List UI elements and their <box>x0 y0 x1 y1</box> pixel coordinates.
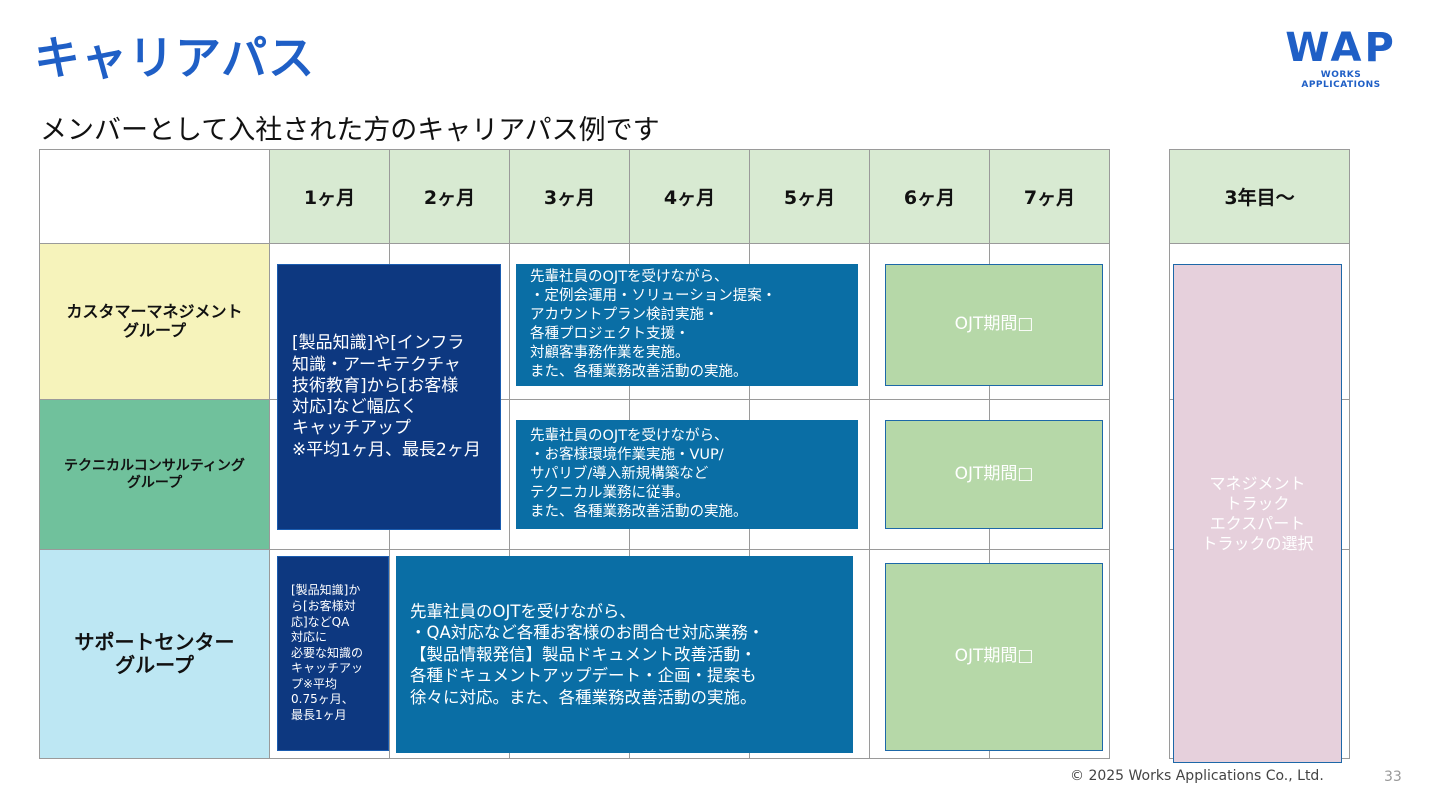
ojt-period-box: OJT期間□ <box>885 563 1103 751</box>
month-header: 7ヶ月 <box>989 149 1110 244</box>
customer-ojt-box: 先輩社員のOJTを受けながら、 ・定例会運用・ソリューション提案・ アカウントプ… <box>516 264 858 386</box>
table-corner-cell <box>39 149 270 244</box>
month-header: 4ヶ月 <box>629 149 750 244</box>
catchup-training-box: [製品知識]や[インフラ 知識・アーキテクチャ 技術教育]から[お客様 対応]な… <box>277 264 501 530</box>
group-customer-management: カスタマーマネジメント グループ <box>39 243 270 400</box>
month-header: 5ヶ月 <box>749 149 870 244</box>
month-header: 2ヶ月 <box>389 149 510 244</box>
support-catchup-box: [製品知識]か ら[お客様対 応]などQA 対応に 必要な知識の キャッチアッ … <box>277 556 389 751</box>
logo-mark: WAP <box>1285 25 1397 71</box>
page-subtitle: メンバーとして入社された方のキャリアパス例です <box>40 115 660 146</box>
page-title: キャリアパス <box>34 31 316 85</box>
copyright: © 2025 Works Applications Co., Ltd. <box>1070 768 1324 784</box>
technical-ojt-box: 先輩社員のOJTを受けながら、 ・お客様環境作業実施・VUP/ サパリブ/導入新… <box>516 420 858 529</box>
year3-header: 3年目〜 <box>1169 149 1350 244</box>
month-header: 6ヶ月 <box>869 149 990 244</box>
track-selection-box: マネジメント トラック エクスパート トラックの選択 <box>1173 264 1342 763</box>
company-logo: WAP WORKS APPLICATIONS <box>1280 25 1402 90</box>
month-header: 1ヶ月 <box>269 149 390 244</box>
group-support-center: サポートセンター グループ <box>39 549 270 759</box>
month-header: 3ヶ月 <box>509 149 630 244</box>
ojt-period-box: OJT期間□ <box>885 264 1103 386</box>
page-number: 33 <box>1384 769 1402 785</box>
group-technical-consulting: テクニカルコンサルティング グループ <box>39 399 270 550</box>
logo-text: WORKS APPLICATIONS <box>1301 70 1381 90</box>
support-ojt-box: 先輩社員のOJTを受けながら、 ・QA対応など各種お客様のお問合せ対応業務・ 【… <box>396 556 853 753</box>
ojt-period-box: OJT期間□ <box>885 420 1103 529</box>
